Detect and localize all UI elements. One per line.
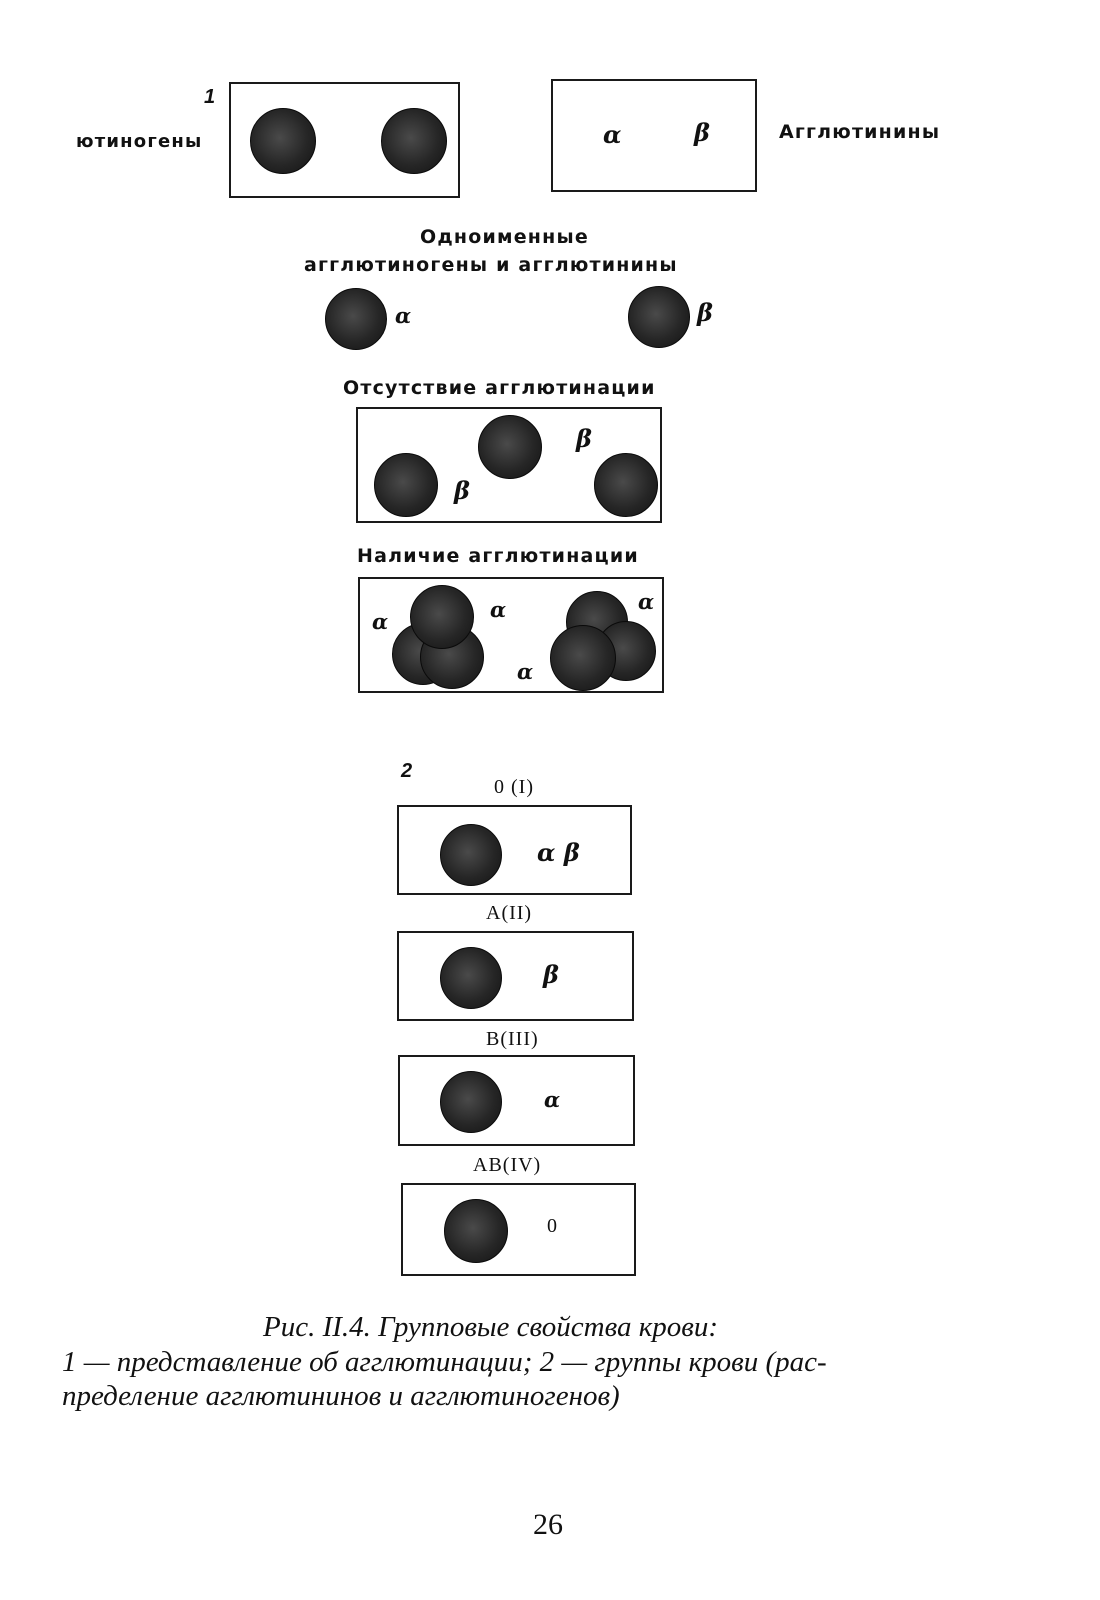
erythrocyte-b-with-beta [628, 286, 690, 348]
no-agglutination-title: Отсутствие агглютинации [343, 377, 656, 399]
agg-alpha-4: α [638, 589, 655, 614]
agg-alpha-1: α [372, 609, 389, 634]
erythrocyte-a [250, 108, 316, 174]
figure-part-1-number: 1 [204, 86, 216, 108]
erythrocyte-2 [478, 415, 542, 479]
page-number: 26 [533, 1508, 563, 1541]
agglutinins-box: α β [551, 79, 757, 192]
group-ab-antibodies: 0 [547, 1215, 558, 1237]
pair-beta-symbol: β [697, 298, 713, 327]
agglutination-title: Наличие агглютинации [357, 545, 639, 567]
pair-alpha-symbol: α [395, 303, 412, 328]
erythrocyte-1 [374, 453, 438, 517]
group-0-box: α β [397, 805, 632, 895]
figure-caption-title: Рис. II.4. Групповые свойства крови: [263, 1311, 719, 1343]
agg-alpha-3: α [517, 659, 534, 684]
group-0-antibodies: α β [537, 838, 580, 867]
group-a-box: β [397, 931, 634, 1021]
no-agglutination-box: β β [356, 407, 662, 523]
cluster-1-cell-3 [410, 585, 474, 649]
group-a-antibodies: β [543, 960, 559, 989]
no-agg-beta-2: β [576, 424, 592, 453]
agglutination-box: α α α α [358, 577, 664, 693]
group-0-label: 0 (I) [494, 776, 534, 798]
group-a-erythrocyte [440, 947, 502, 1009]
erythrocyte-a-with-alpha [325, 288, 387, 350]
erythrocyte-b [381, 108, 447, 174]
figure-caption-line3: пределение агглютининов и агглютиногенов… [62, 1380, 620, 1412]
group-b-box: α [398, 1055, 635, 1146]
agg-alpha-2: α [490, 597, 507, 622]
group-0-erythrocyte [440, 824, 502, 886]
agglutinogens-box [229, 82, 460, 198]
group-ab-label: AB(IV) [473, 1154, 542, 1176]
alpha-symbol: α [603, 120, 622, 149]
erythrocyte-3 [594, 453, 658, 517]
group-ab-box: 0 [401, 1183, 636, 1276]
agglutinogens-label: ютиногены [76, 131, 203, 152]
group-ab-erythrocyte [444, 1199, 508, 1263]
same-name-title-line1: Одноименные [420, 226, 589, 248]
group-b-antibodies: α [544, 1087, 561, 1112]
same-name-title-line2: агглютиногены и агглютинины [304, 254, 678, 276]
no-agg-beta-1: β [454, 476, 470, 505]
group-b-label: B(III) [486, 1028, 539, 1050]
group-a-label: A(II) [486, 902, 533, 924]
cluster-2-cell-3 [550, 625, 616, 691]
agglutinins-label: Агглютинины [779, 121, 941, 143]
figure-caption-line2: 1 — представление об агглютинации; 2 — г… [62, 1346, 827, 1378]
figure-part-2-number: 2 [401, 760, 413, 782]
beta-symbol: β [694, 118, 710, 147]
group-b-erythrocyte [440, 1071, 502, 1133]
